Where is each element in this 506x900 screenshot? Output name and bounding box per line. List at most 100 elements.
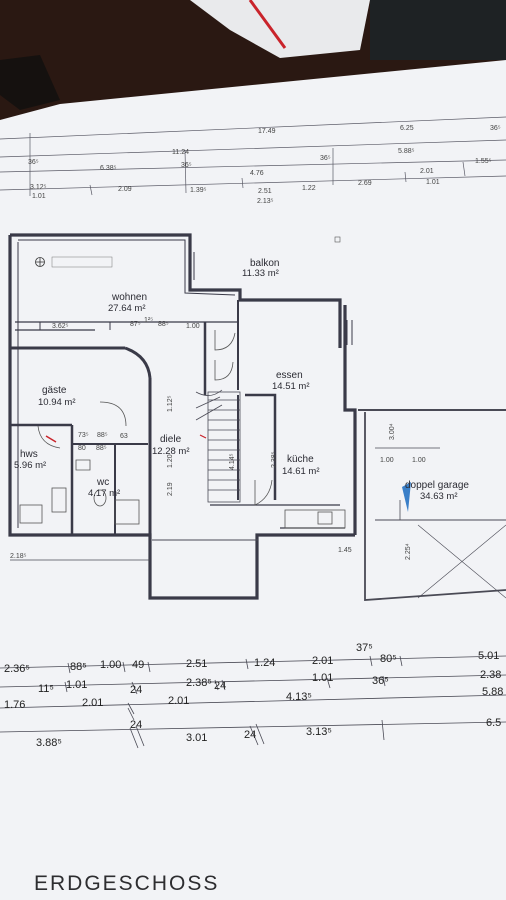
svg-text:2.38: 2.38	[480, 669, 501, 681]
svg-text:gäste: gäste	[42, 385, 67, 396]
staircase	[195, 389, 241, 503]
svg-text:küche: küche	[287, 454, 314, 465]
svg-text:1.12⁵: 1.12⁵	[167, 395, 174, 412]
room-essen: essen 14.51 m²	[272, 370, 310, 392]
svg-text:1.01: 1.01	[66, 679, 87, 691]
svg-text:wc: wc	[96, 477, 109, 488]
level-marker-icon	[51, 256, 113, 268]
room-hws: hws 5.96 m²	[14, 449, 46, 471]
dim-seg-4: 2.51	[258, 188, 272, 195]
dim-wall-mid: 36⁵	[181, 162, 192, 169]
room-balkon: balkon 11.33 m²	[242, 258, 279, 279]
svg-text:5.96 m²: 5.96 m²	[14, 460, 46, 471]
svg-text:doppel garage: doppel garage	[405, 480, 469, 491]
dim-wall-left: 36⁵	[28, 159, 39, 166]
dim-sub-3: 1.01	[426, 179, 440, 186]
svg-text:2.01: 2.01	[168, 695, 189, 707]
dim-total-width: 17.49	[258, 128, 276, 135]
paper-sheet	[0, 60, 506, 900]
svg-text:37⁵: 37⁵	[356, 642, 373, 654]
svg-text:2.01: 2.01	[82, 697, 103, 709]
dim-left-width: 6.38⁵	[100, 165, 117, 172]
svg-text:2.38⁵: 2.38⁵	[271, 451, 278, 468]
svg-text:1.76: 1.76	[4, 699, 25, 711]
dim-sub-1: 1.01	[32, 193, 46, 200]
svg-text:80: 80	[78, 445, 86, 452]
svg-text:24: 24	[130, 684, 142, 696]
svg-text:3.13⁵: 3.13⁵	[306, 726, 332, 738]
dim-centre-width: 4.76	[250, 170, 264, 177]
svg-text:11⁵: 11⁵	[38, 683, 54, 695]
bottom-dimensions: 2.36⁵ 88⁵ 1.00 49 2.51 1.24 2.01 37⁵ 80⁵…	[4, 642, 503, 749]
svg-text:wohnen: wohnen	[111, 292, 147, 303]
svg-text:2.38⁵: 2.38⁵	[186, 677, 212, 689]
dim-top-corner: 36⁵	[490, 125, 501, 132]
bottom-dimension-lines	[0, 655, 506, 749]
svg-text:5.88: 5.88	[482, 686, 503, 698]
svg-text:88⁵: 88⁵	[158, 321, 169, 328]
svg-text:3.88⁵: 3.88⁵	[36, 737, 62, 749]
north-arrow-icon	[35, 257, 45, 267]
svg-text:34.63 m²: 34.63 m²	[420, 491, 458, 502]
bath-fixtures	[19, 459, 140, 525]
paper-scrap	[190, 0, 370, 58]
blue-marker	[402, 482, 411, 512]
svg-text:1.45: 1.45	[338, 547, 352, 554]
svg-text:1.00: 1.00	[186, 323, 200, 330]
svg-text:36⁵: 36⁵	[372, 675, 389, 687]
entrance-porch	[10, 539, 258, 561]
svg-text:2.01: 2.01	[312, 655, 333, 667]
svg-text:63: 63	[120, 433, 128, 440]
svg-text:1.20: 1.20	[167, 454, 174, 468]
dim-seg-6: 2.69	[358, 180, 372, 187]
svg-text:1.24: 1.24	[254, 657, 275, 669]
dark-corner	[370, 0, 506, 60]
dim-wall-right: 36⁵	[320, 155, 331, 162]
svg-text:87⁵: 87⁵	[130, 321, 141, 328]
svg-text:4.14⁵: 4.14⁵	[229, 453, 236, 470]
top-dimension-lines	[0, 116, 506, 196]
svg-text:1²⁵: 1²⁵	[144, 317, 153, 324]
svg-text:1.00: 1.00	[380, 457, 394, 464]
svg-text:4.13⁵: 4.13⁵	[286, 691, 312, 703]
svg-text:essen: essen	[276, 370, 303, 381]
dim-seg-3: 1.39⁵	[190, 187, 207, 194]
dim-right-top: 6.25	[400, 125, 414, 132]
room-garage: doppel garage 34.63 m²	[405, 480, 469, 502]
svg-text:11.33 m²: 11.33 m²	[242, 268, 279, 279]
svg-text:1.00: 1.00	[100, 659, 121, 671]
svg-text:2.36⁵: 2.36⁵	[4, 663, 30, 675]
red-mark	[45, 435, 57, 443]
svg-text:88⁵: 88⁵	[70, 661, 87, 673]
floor-title: ERDGESCHOSS	[34, 872, 219, 895]
interior-dimensions: 3.62⁵ 87⁵ 1²⁵ 88⁵ 1.00 73⁵ 88⁵ 63 80 88⁵…	[10, 317, 426, 560]
dark-object	[0, 55, 60, 110]
kitchen-counter	[284, 509, 346, 529]
svg-text:10.94 m²: 10.94 m²	[38, 397, 76, 408]
svg-text:24: 24	[214, 680, 226, 692]
room-gaeste: gäste 10.94 m²	[38, 385, 76, 408]
svg-text:2.18⁵: 2.18⁵	[10, 553, 27, 560]
room-wc: wc 4.17 m²	[88, 477, 120, 499]
svg-text:2.25⁴: 2.25⁴	[405, 543, 412, 560]
svg-text:3.62⁵: 3.62⁵	[52, 323, 69, 330]
dim-seg-2: 2.09	[118, 186, 132, 193]
svg-text:2.19: 2.19	[167, 482, 174, 496]
svg-text:3.00⁴: 3.00⁴	[389, 423, 396, 440]
svg-text:balkon: balkon	[250, 258, 279, 269]
svg-text:5.01: 5.01	[478, 650, 499, 662]
dim-far-right: 1.55⁵	[475, 158, 492, 165]
garage-outline	[358, 409, 506, 601]
red-mark-2	[199, 434, 207, 439]
svg-text:73⁵: 73⁵	[78, 432, 89, 439]
svg-text:hws: hws	[20, 449, 38, 460]
svg-text:88⁵: 88⁵	[97, 432, 108, 439]
red-pen	[248, 0, 287, 49]
room-kueche: küche 14.61 m²	[282, 454, 320, 477]
svg-text:14.51 m²: 14.51 m²	[272, 381, 310, 392]
svg-text:88⁵: 88⁵	[96, 445, 107, 452]
svg-text:1.01: 1.01	[312, 672, 333, 684]
svg-text:12.28 m²: 12.28 m²	[152, 446, 190, 457]
